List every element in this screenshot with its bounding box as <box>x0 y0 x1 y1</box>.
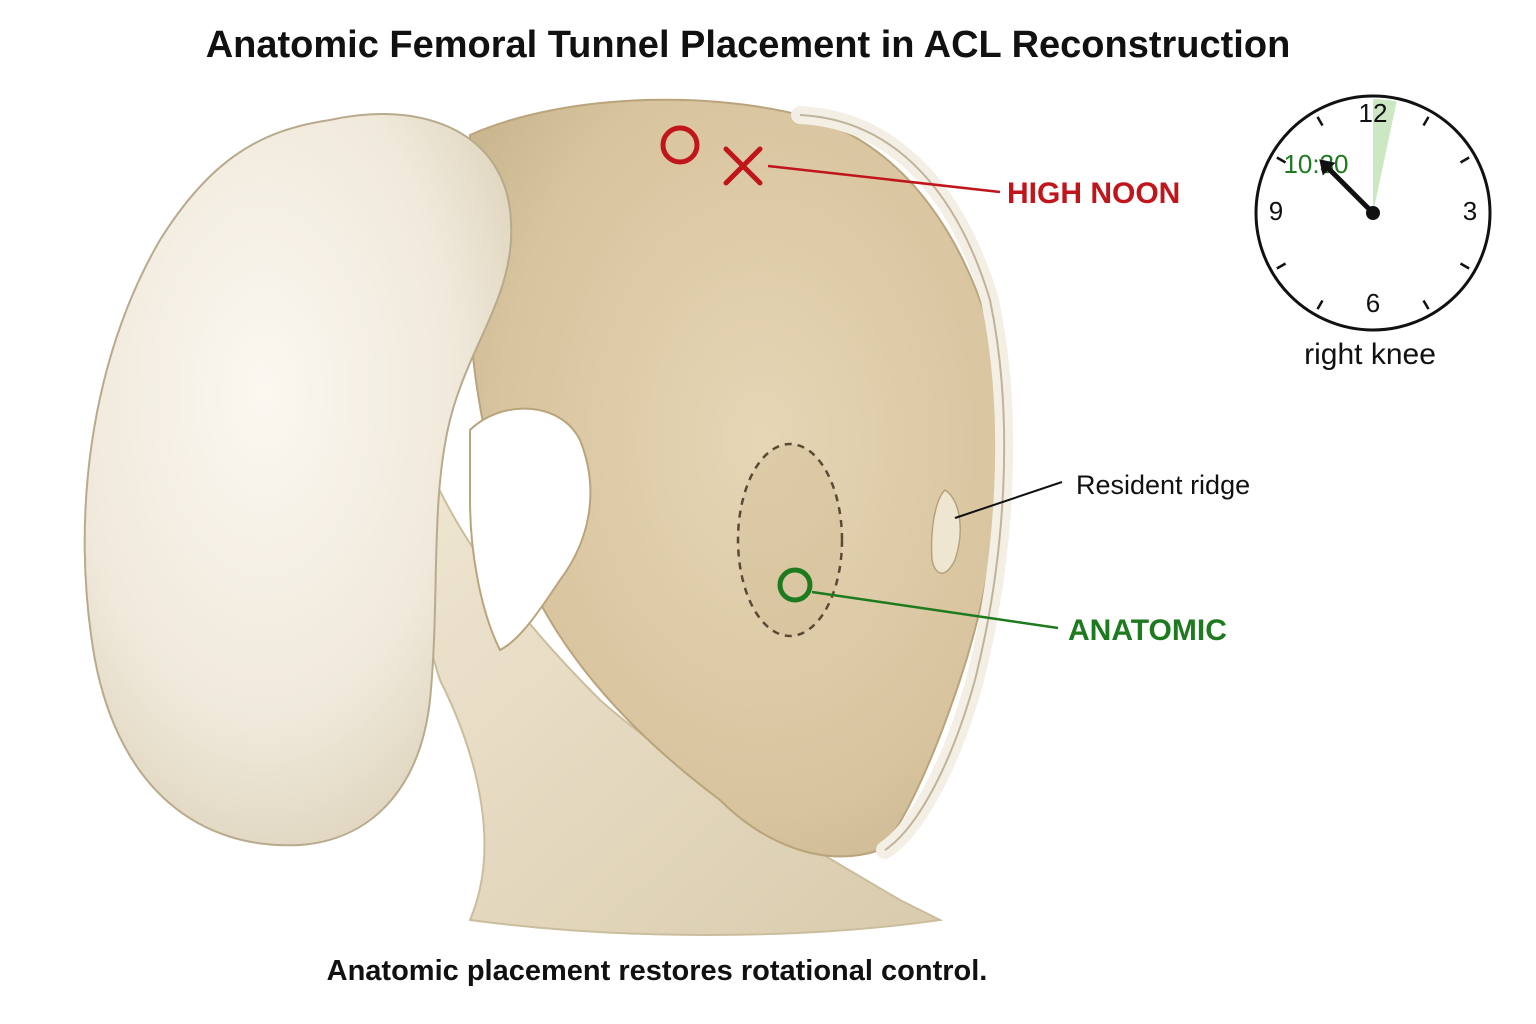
femoral-condyle <box>83 113 513 847</box>
clock-tick <box>1422 299 1430 310</box>
clock-hour-hand <box>1326 166 1376 216</box>
clock-numeral-9: 9 <box>1269 196 1283 226</box>
acl-remnant <box>418 467 944 936</box>
clock-ticks <box>1276 116 1470 310</box>
clock-tick <box>1459 262 1470 270</box>
femoral-notch-illustration <box>83 98 1014 936</box>
clock-face: 12 3 6 9 10:30 <box>1254 94 1492 332</box>
high-noon-label: HIGH NOON <box>1007 177 1180 210</box>
clock-numeral-6: 6 <box>1366 288 1380 318</box>
clock-hand-arrow-icon <box>1319 159 1336 176</box>
resident-ridge-leader <box>954 481 1063 519</box>
acl-footprint-ellipse <box>736 442 844 638</box>
anatomic-leader <box>811 590 1059 630</box>
high-noon-marker-group: HIGH NOON <box>660 125 1180 210</box>
clock-tick <box>1276 262 1287 270</box>
clock-center-dot <box>1366 206 1380 220</box>
clock-tick <box>1316 116 1324 127</box>
diagram-caption: Anatomic placement restores rotational c… <box>327 955 988 987</box>
anatomic-label: ANATOMIC <box>1068 614 1227 647</box>
clock-sector <box>1373 99 1397 213</box>
clock-caption: right knee <box>1304 338 1436 371</box>
page-title: Anatomic Femoral Tunnel Placement in ACL… <box>206 24 1291 66</box>
cross-icon <box>723 146 763 186</box>
clock-tick <box>1459 156 1470 164</box>
clock-tick <box>1316 299 1324 310</box>
circle-icon <box>660 125 700 165</box>
clock-numeral-3: 3 <box>1463 196 1477 226</box>
intercondylar-notch <box>469 407 592 652</box>
clock-time-label: 10:30 <box>1283 149 1348 179</box>
clock-tick <box>1422 116 1430 127</box>
high-noon-leader <box>767 164 1001 194</box>
clock-numeral-12: 12 <box>1359 98 1388 128</box>
resident-ridge-label: Resident ridge <box>1076 470 1250 500</box>
circle-icon <box>777 567 813 603</box>
clock-tick <box>1276 156 1287 164</box>
resident-ridge-group: Resident ridge <box>954 470 1250 519</box>
anatomic-marker-group: ANATOMIC <box>777 567 1227 647</box>
